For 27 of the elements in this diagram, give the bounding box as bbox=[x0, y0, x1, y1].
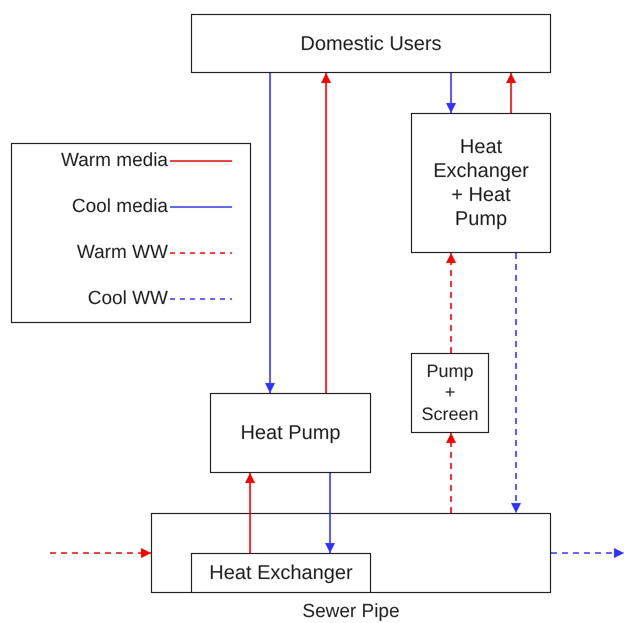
process-box bbox=[191, 553, 371, 593]
node-label: Heat Exchanger bbox=[209, 561, 353, 585]
legend-label: Warm media bbox=[61, 150, 168, 172]
arrow bbox=[50, 548, 151, 558]
process-box bbox=[191, 14, 551, 73]
arrow bbox=[321, 73, 331, 393]
node-label: Heat Pump bbox=[240, 421, 341, 445]
arrow bbox=[551, 548, 624, 558]
legend-label: Warm WW bbox=[76, 242, 168, 264]
legend-label: Cool WW bbox=[88, 288, 168, 310]
arrow bbox=[506, 73, 516, 113]
arrow bbox=[446, 253, 456, 353]
arrow bbox=[511, 253, 521, 513]
node-label: Pump + Screen bbox=[420, 360, 480, 426]
arrow bbox=[325, 473, 335, 553]
node-label: Heat Exchanger + Heat Pump bbox=[432, 135, 530, 231]
process-box bbox=[411, 113, 551, 253]
arrow bbox=[265, 73, 275, 393]
legend-label: Cool media bbox=[72, 196, 168, 218]
arrow bbox=[446, 433, 456, 513]
node-label: Sewer Pipe bbox=[301, 601, 401, 623]
process-box bbox=[411, 353, 489, 433]
arrow bbox=[446, 73, 456, 113]
node-label: Domestic Users bbox=[300, 32, 442, 56]
process-box bbox=[210, 393, 371, 473]
pipe-node bbox=[151, 513, 551, 623]
arrow bbox=[245, 473, 255, 553]
